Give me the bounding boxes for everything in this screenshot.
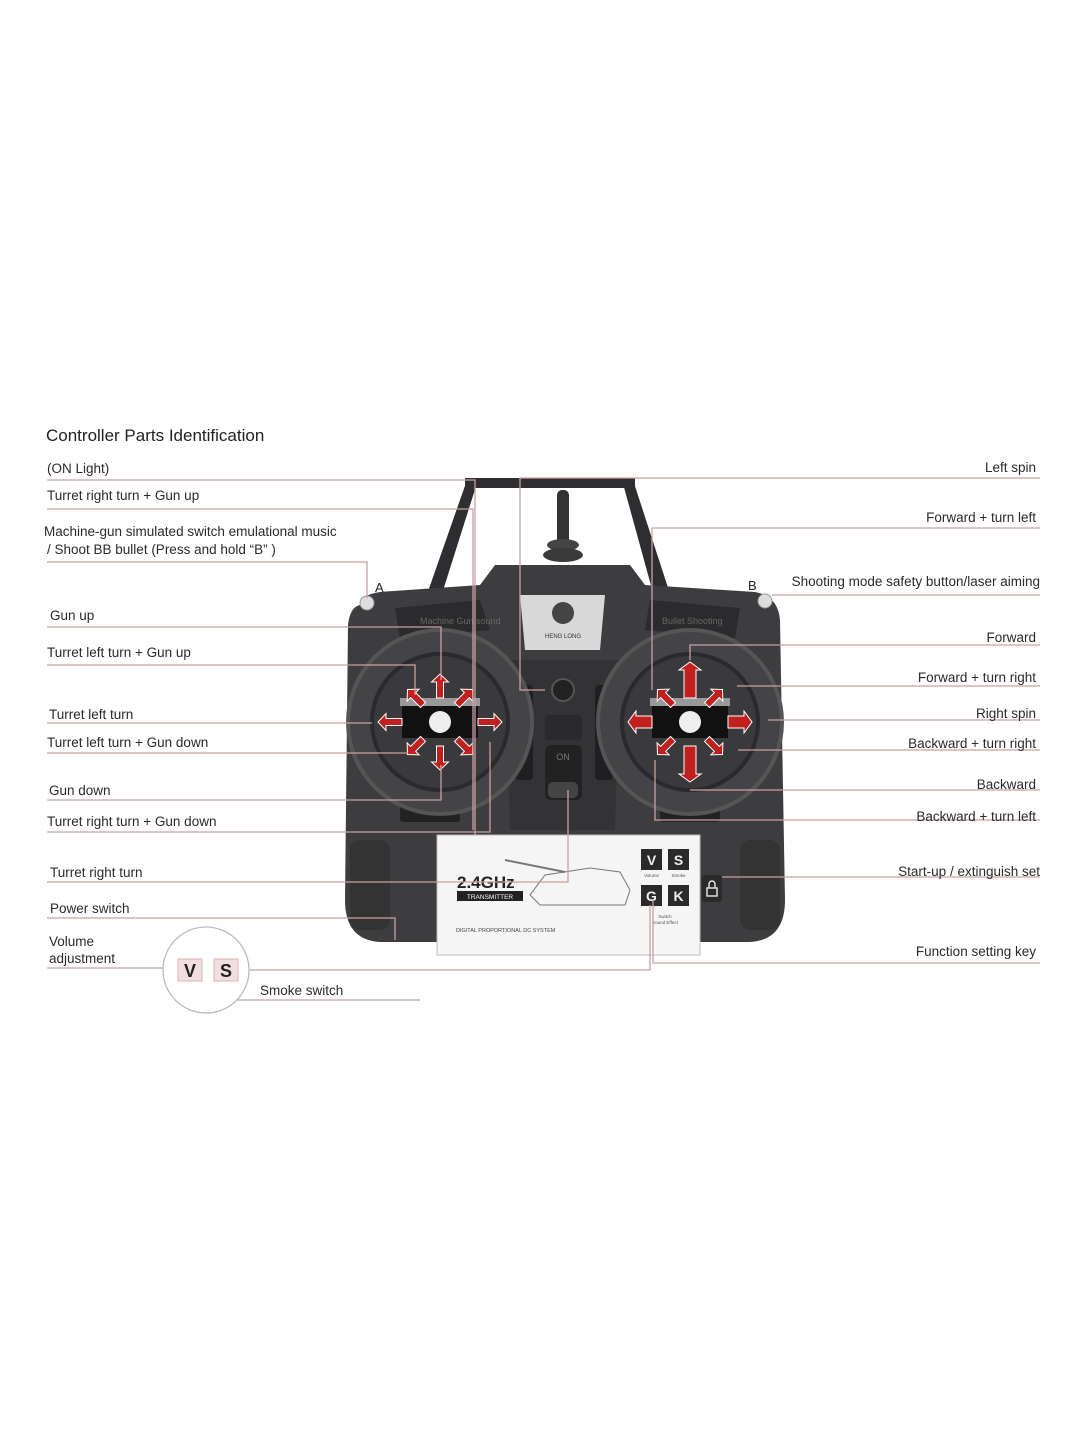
right-stick-arrow-up-icon [677, 661, 703, 699]
label-backward-turn-right: Backward + turn right [908, 736, 1036, 751]
right-stick-arrow-up-right-icon [703, 688, 724, 709]
label-machine-gun-2: / Shoot BB bullet (Press and hold “B” ) [47, 542, 276, 557]
label-backward-turn-left: Backward + turn left [916, 809, 1036, 824]
inset-s-key: S [220, 961, 232, 981]
label-shooting-mode: Shooting mode safety button/laser aiming [791, 574, 1040, 589]
label-startup-extinguish: Start-up / extinguish set [898, 864, 1040, 879]
brand-label: HENG LONG [545, 634, 581, 640]
label-backward: Backward [976, 777, 1036, 792]
left-stick-arrow-right-icon [477, 712, 503, 732]
left-stick-arrow-down-right-icon [453, 735, 474, 756]
right-stick-knob [679, 711, 701, 733]
svg-text:V: V [647, 852, 657, 868]
carry-handle [425, 478, 672, 600]
label-left-spin: Left spin [984, 460, 1036, 475]
brand-logo-icon [552, 602, 574, 624]
page-title: Controller Parts Identification [46, 426, 265, 445]
label-machine-gun-1: Machine-gun simulated switch emulational… [44, 524, 337, 539]
svg-text:Volume: Volume [644, 873, 660, 878]
button-b[interactable]: B [748, 578, 773, 609]
label-turret-right-gun-down: Turret right turn + Gun down [47, 814, 217, 829]
vs-inset: V S [162, 926, 250, 1014]
transmitter-label: TRANSMITTER [467, 894, 514, 901]
label-power-switch: Power switch [50, 901, 130, 916]
svg-text:B: B [748, 578, 757, 593]
svg-text:A: A [375, 580, 384, 595]
left-stick-arrow-up-icon [430, 673, 450, 699]
label-adjustment: adjustment [49, 951, 116, 966]
label-smoke-switch: Smoke switch [260, 983, 344, 998]
lock-icon [706, 887, 718, 897]
key-v[interactable] [641, 849, 662, 870]
antenna [543, 490, 583, 562]
left-joystick[interactable] [346, 628, 534, 816]
label-turret-left-gun-up: Turret left turn + Gun up [47, 645, 191, 660]
label-gun-up: Gun up [50, 608, 95, 623]
system-label: DIGITAL PROPORTIONAL DC SYSTEM [456, 928, 556, 934]
right-stick-arrow-left-icon [627, 709, 653, 735]
left-stick-arrow-down-icon [430, 745, 450, 771]
label-forward: Forward [986, 630, 1036, 645]
svg-text:Smoke: Smoke [671, 873, 686, 878]
leader-lines [47, 477, 1040, 1001]
left-stick-arrow-up-left-icon [406, 688, 427, 709]
label-on-light: (ON Light) [47, 461, 110, 476]
right-shoulder-label: Bullet Shooting [662, 616, 723, 626]
right-stick-arrow-up-left-icon [656, 688, 677, 709]
svg-text:Switch: Switch [658, 914, 672, 919]
label-gun-down: Gun down [49, 783, 111, 798]
label-turret-left-gun-down: Turret left turn + Gun down [47, 735, 209, 750]
label-right-spin: Right spin [975, 706, 1036, 721]
left-stick-arrow-left-icon [377, 712, 403, 732]
lock-button[interactable] [702, 875, 722, 902]
left-stick-arrow-down-left-icon [406, 735, 427, 756]
on-label: ON [556, 752, 570, 762]
key-s[interactable] [668, 849, 689, 870]
label-turret-left: Turret left turn [49, 707, 134, 722]
right-stick-arrow-right-icon [727, 709, 753, 735]
right-joystick[interactable] [596, 628, 784, 816]
svg-text:Sound Effect: Sound Effect [652, 920, 678, 925]
left-shoulder-label: Machine Gun sound [420, 616, 501, 626]
label-turret-right-gun-up: Turret right turn + Gun up [47, 488, 200, 503]
label-forward-turn-left: Forward + turn left [926, 510, 1036, 525]
svg-text:K: K [673, 888, 683, 904]
label-volume: Volume [49, 934, 95, 949]
key-g[interactable] [641, 885, 662, 906]
label-turret-right: Turret right turn [50, 865, 143, 880]
left-stick-knob [429, 711, 451, 733]
svg-text:G: G [646, 888, 657, 904]
tank-illustration-icon [504, 859, 631, 906]
svg-text:S: S [674, 852, 683, 868]
label-function-setting-key: Function setting key [915, 944, 1036, 959]
on-light-indicator [551, 678, 575, 702]
right-stick-arrow-down-left-icon [656, 735, 677, 756]
right-stick-arrow-down-icon [677, 745, 703, 783]
key-k[interactable] [668, 885, 689, 906]
right-stick-arrow-down-right-icon [703, 735, 724, 756]
label-forward-turn-right: Forward + turn right [917, 670, 1036, 685]
inset-v-key: V [184, 961, 196, 981]
